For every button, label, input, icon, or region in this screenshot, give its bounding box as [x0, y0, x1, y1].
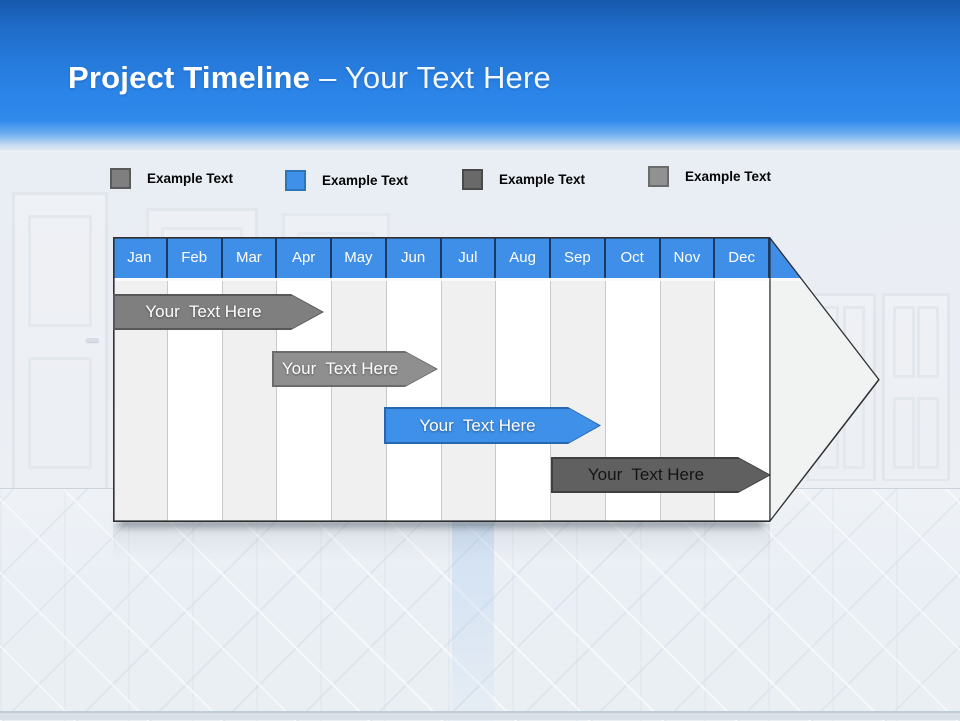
task-bar-label: Your Text Here	[419, 415, 536, 435]
task-bar-2[interactable]: Your Text Here	[272, 351, 438, 387]
month-header-feb: Feb	[168, 237, 223, 278]
month-header-may: May	[332, 237, 387, 278]
door-panel	[893, 397, 915, 469]
month-header-apr: Apr	[277, 237, 332, 278]
month-column	[496, 281, 551, 522]
month-header-row: Jan Feb Mar Apr May Jun Jul Aug Sep Oct …	[113, 237, 819, 281]
legend-label: Example Text	[499, 172, 586, 187]
task-bar-1[interactable]: Your Text Here	[113, 294, 324, 330]
month-header-jul: Jul	[442, 237, 497, 278]
legend-item[interactable]: Example Text	[648, 166, 771, 187]
legend-item[interactable]: Example Text	[110, 168, 233, 189]
month-column	[441, 281, 497, 522]
floor-reflection-highlight	[452, 489, 494, 721]
door-panel	[28, 357, 92, 469]
timeline-floor-reflection	[113, 524, 770, 560]
month-column	[332, 281, 387, 522]
legend-swatch-lightgray	[648, 166, 669, 187]
legend-label: Example Text	[147, 171, 234, 186]
legend-label: Example Text	[322, 173, 409, 188]
page-title[interactable]: Project Timeline– Your Text Here	[68, 60, 551, 96]
legend-swatch-gray	[110, 168, 131, 189]
background-door	[882, 293, 950, 481]
floor-tile-pattern	[0, 489, 960, 721]
month-header-jan: Jan	[113, 237, 168, 278]
door-panel	[917, 397, 939, 469]
month-header-dec: Dec	[715, 237, 770, 278]
month-header-nov: Nov	[661, 237, 716, 278]
title-main: Project Timeline	[68, 60, 311, 95]
month-header-aug: Aug	[496, 237, 551, 278]
door-handle	[86, 338, 99, 342]
legend-swatch-darkgray	[462, 169, 483, 190]
task-bar-3[interactable]: Your Text Here	[384, 407, 601, 444]
door-panel	[28, 215, 92, 327]
task-bar-label: Your Text Here	[145, 302, 262, 321]
task-bar-label: Your Text Here	[587, 465, 705, 484]
task-bar-label: Your Text Here	[281, 359, 399, 378]
month-header-mar: Mar	[223, 237, 278, 278]
month-header-jun: Jun	[387, 237, 442, 278]
legend-label: Example Text	[685, 169, 772, 184]
reflective-floor	[0, 488, 960, 721]
legend-item[interactable]: Example Text	[462, 169, 585, 190]
legend-item[interactable]: Example Text	[285, 170, 408, 191]
legend-swatch-blue	[285, 170, 306, 191]
door-panel	[893, 306, 915, 378]
task-bar-4[interactable]: Your Text Here	[551, 457, 771, 493]
background-door	[12, 192, 108, 500]
door-panel	[917, 306, 939, 378]
month-column	[386, 281, 442, 522]
slide-bottom-edge	[0, 711, 960, 720]
month-header-oct: Oct	[606, 237, 661, 278]
month-header-sep: Sep	[551, 237, 606, 278]
timeline-drop-shadow	[118, 518, 764, 527]
header-gradient-band	[0, 0, 960, 154]
title-placeholder: – Your Text Here	[319, 60, 551, 95]
